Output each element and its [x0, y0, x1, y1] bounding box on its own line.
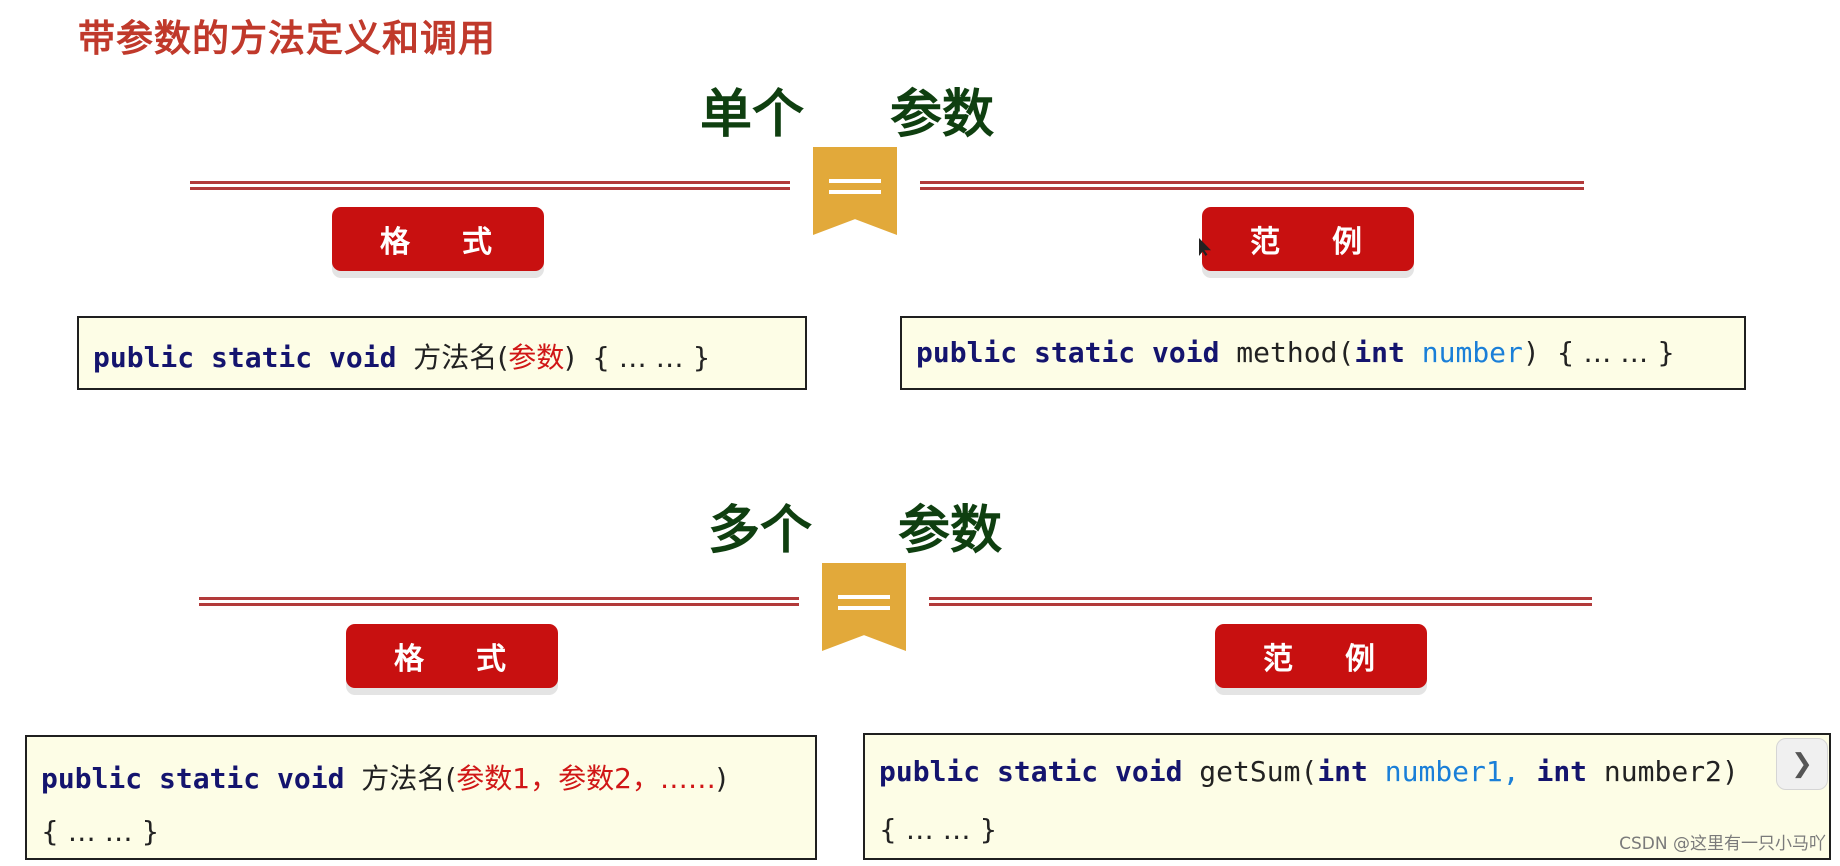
- code-param: 参数: [508, 341, 565, 374]
- code-type: int: [1354, 336, 1405, 369]
- example-label-char1: 范: [1263, 642, 1297, 677]
- code-type: int: [1536, 755, 1588, 788]
- section-heading-multi: 多个 参数: [708, 488, 1002, 563]
- code-body: { … … }: [592, 341, 711, 374]
- code-keywords: public static void: [916, 336, 1220, 369]
- format-code-single: public static void 方法名(参数) { … … }: [77, 316, 807, 390]
- code-paren-close: ): [1522, 336, 1540, 369]
- watermark: CSDN @这里有一只小马吖: [1619, 834, 1826, 854]
- code-paren-open: (: [445, 762, 457, 795]
- code-keywords: public static void: [879, 755, 1183, 788]
- divider-left-multi: [199, 597, 799, 606]
- code-param: number2: [1603, 755, 1722, 788]
- heading-single-right: 参数: [890, 85, 995, 145]
- code-paren-open: (: [497, 341, 509, 374]
- format-label-multi: 格式: [346, 624, 558, 688]
- code-param: number1,: [1384, 755, 1520, 788]
- code-keywords: public static void: [93, 341, 397, 374]
- heading-multi-right: 参数: [898, 501, 1003, 561]
- section-heading-single: 单个 参数: [700, 72, 994, 147]
- code-paren-close: ): [715, 762, 727, 795]
- example-label-char1: 范: [1250, 225, 1284, 260]
- divider-right-multi: [929, 597, 1592, 606]
- example-label-single: 范例: [1202, 207, 1414, 271]
- code-method-name: 方法名: [361, 762, 446, 795]
- format-label-char1: 格: [394, 642, 428, 677]
- code-param: number: [1421, 336, 1523, 369]
- heading-single-left: 单个: [700, 85, 805, 145]
- format-label-single: 格式: [332, 207, 544, 271]
- divider-right-single: [920, 181, 1584, 190]
- code-keywords: public static void: [41, 762, 345, 795]
- code-method-name: method(: [1236, 336, 1355, 369]
- heading-multi-left: 多个: [708, 501, 813, 561]
- code-params: 参数1，参数2，……: [456, 762, 716, 795]
- code-paren-close: ): [1721, 755, 1739, 788]
- format-label-char2: 式: [476, 642, 510, 677]
- example-label-multi: 范例: [1215, 624, 1427, 688]
- format-label-char1: 格: [380, 225, 414, 260]
- example-label-char2: 例: [1345, 642, 1379, 677]
- example-code-multi: public static void getSum(int number1, i…: [863, 733, 1831, 860]
- code-method-name: getSum(: [1199, 755, 1318, 788]
- equals-ribbon-icon: [813, 147, 897, 235]
- divider-left-single: [190, 181, 790, 190]
- code-body: { … … }: [879, 813, 998, 846]
- format-label-char2: 式: [462, 225, 496, 260]
- page-title: 带参数的方法定义和调用: [78, 17, 496, 60]
- format-code-multi: public static void 方法名(参数1，参数2，……) { … ……: [25, 735, 817, 860]
- example-label-char2: 例: [1332, 225, 1366, 260]
- example-code-single: public static void method(int number) { …: [900, 316, 1746, 390]
- code-type: int: [1317, 755, 1368, 788]
- chevron-right-icon[interactable]: ❯: [1776, 738, 1828, 790]
- equals-ribbon-icon: [822, 563, 906, 651]
- code-body: { … … }: [41, 815, 160, 848]
- code-paren-close: ): [564, 341, 576, 374]
- code-method-name: 方法名: [413, 341, 498, 374]
- code-body: { … … }: [1556, 336, 1675, 369]
